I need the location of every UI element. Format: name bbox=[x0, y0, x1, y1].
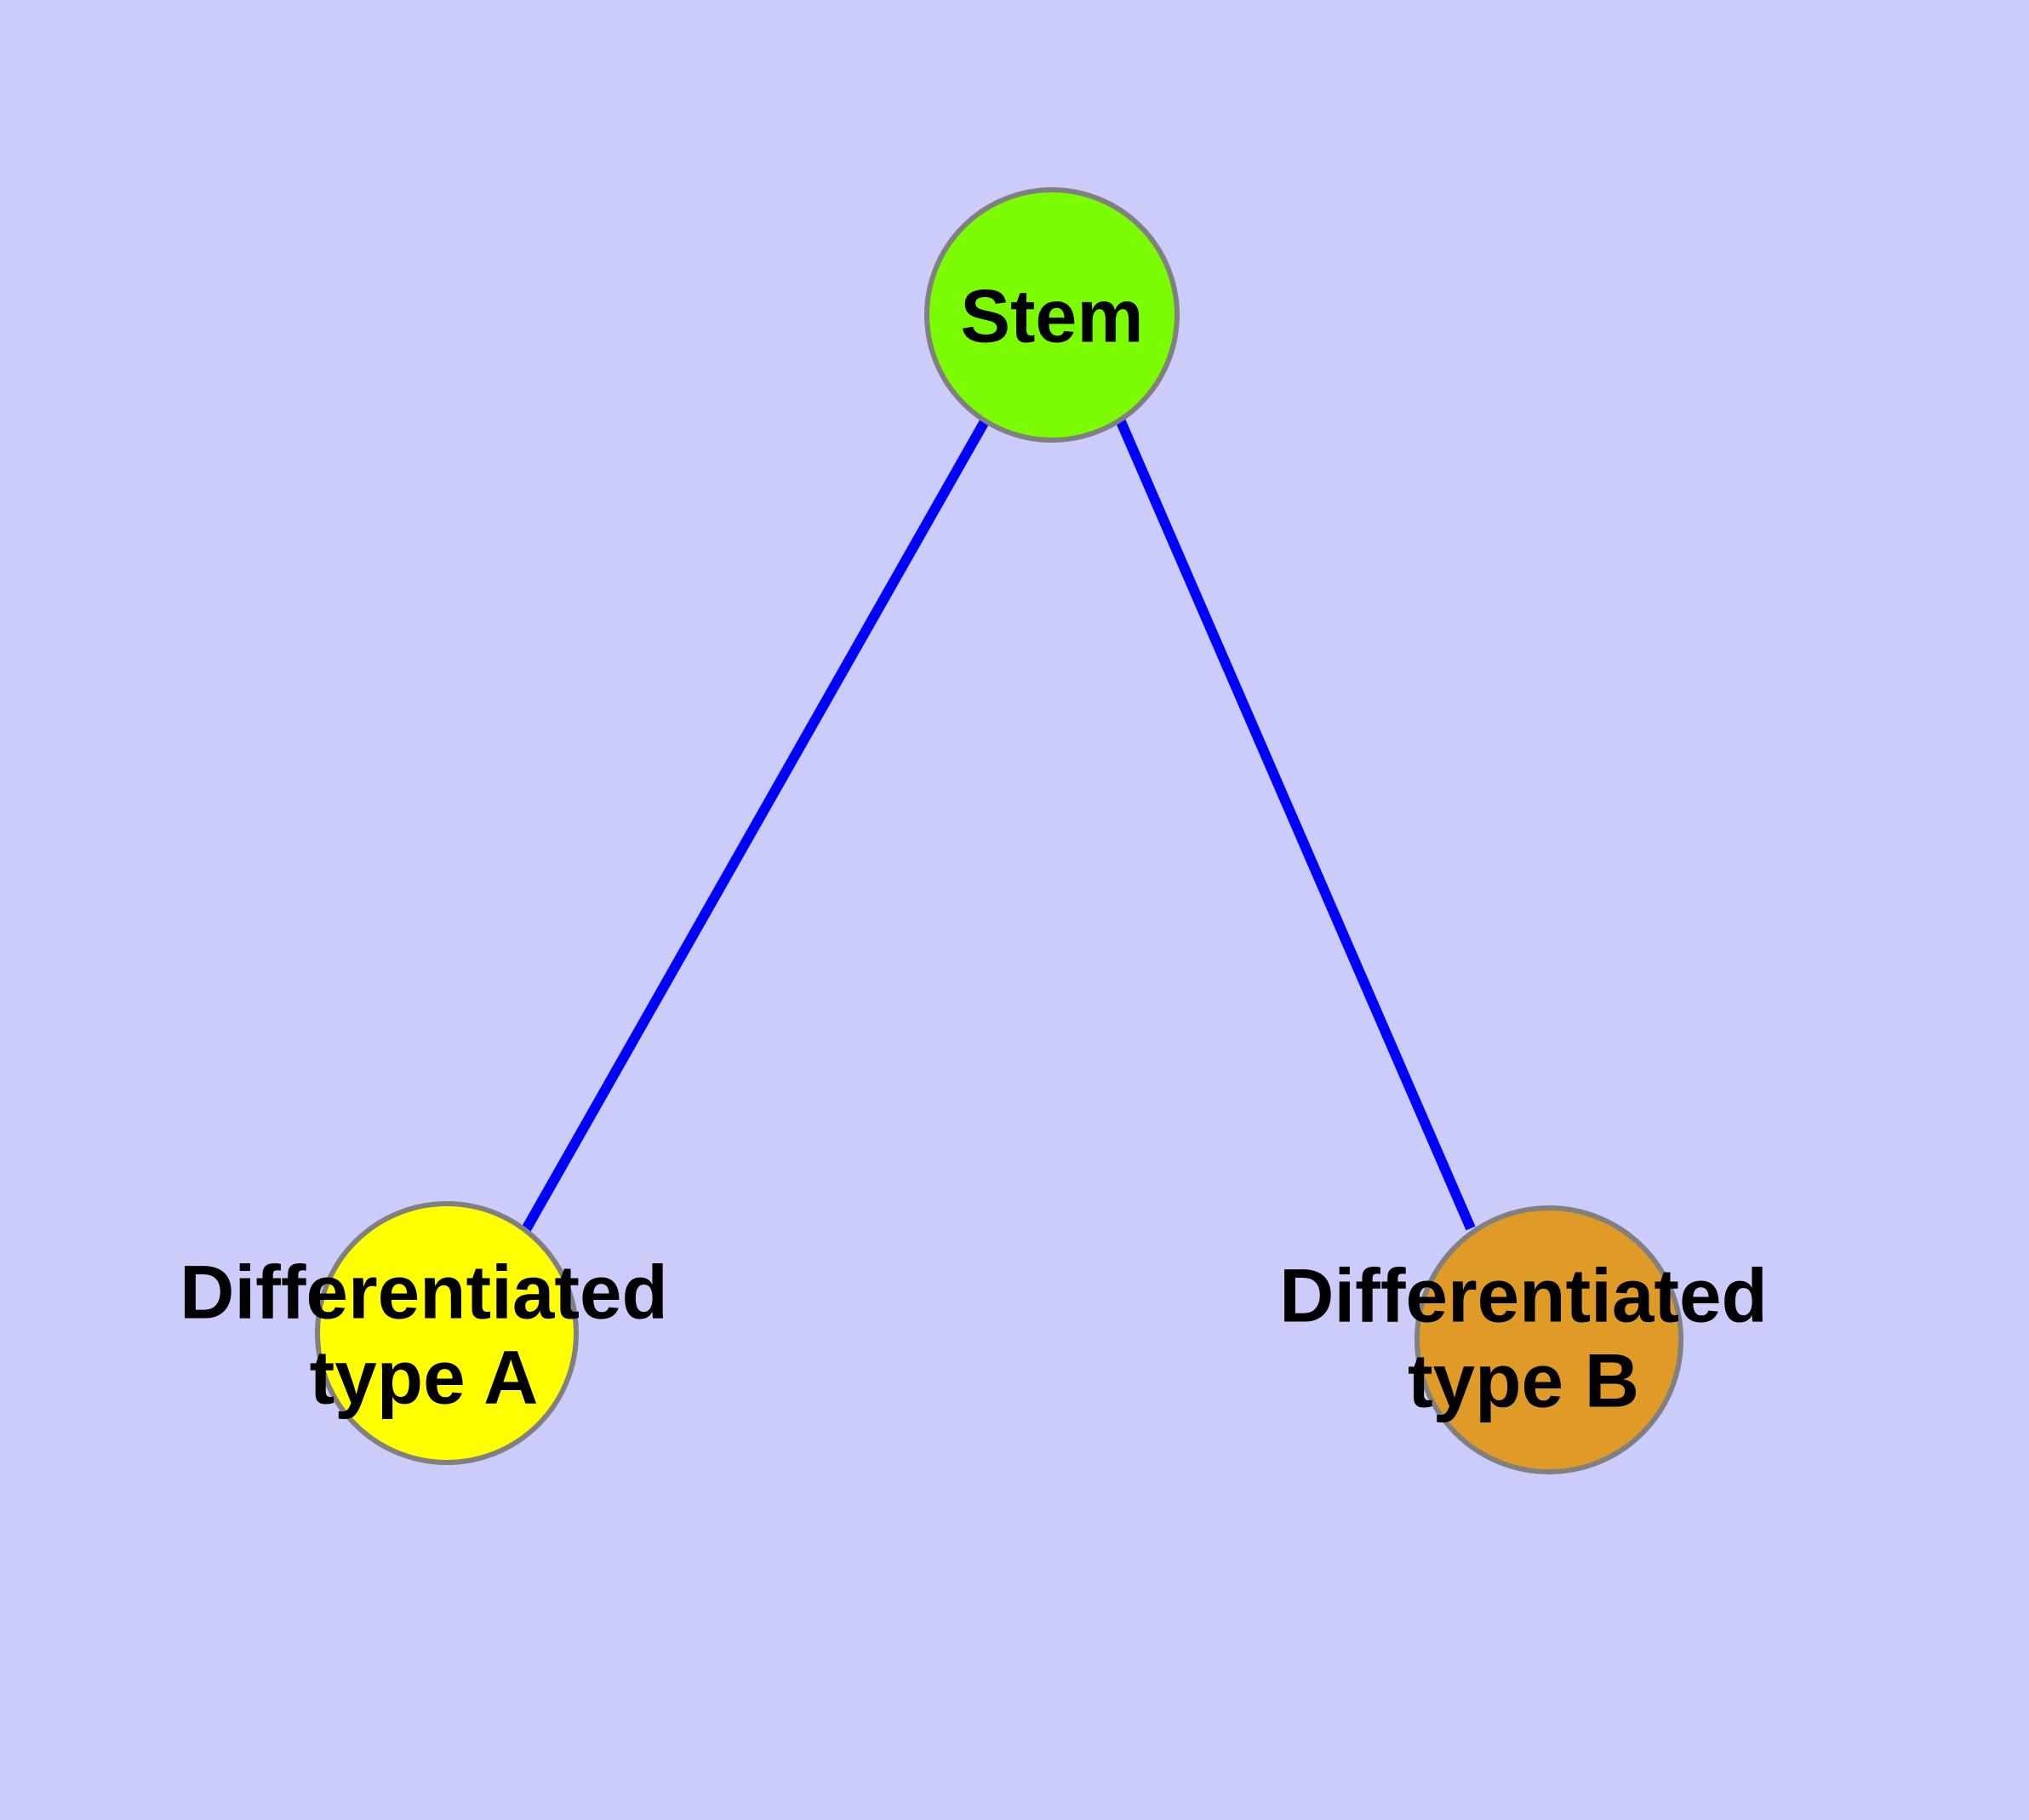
edge-stem-to-diff-b[interactable] bbox=[1115, 417, 1476, 1231]
node-layer bbox=[315, 187, 1683, 1474]
node-differentiated-type-b[interactable] bbox=[1415, 1205, 1683, 1474]
edge-layer bbox=[520, 417, 1476, 1233]
node-differentiated-type-a[interactable] bbox=[315, 1201, 579, 1465]
node-stem[interactable] bbox=[924, 187, 1180, 443]
edge-stem-to-diff-a[interactable] bbox=[520, 419, 990, 1233]
